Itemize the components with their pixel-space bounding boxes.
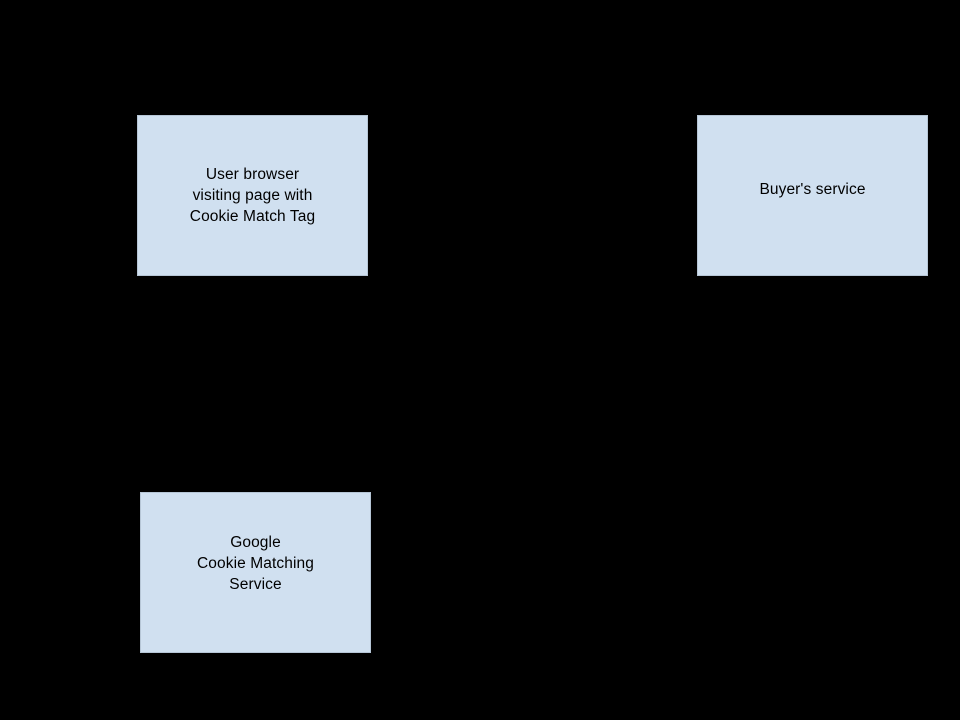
diagram-node-google-cookie-matching-service-label: Google Cookie Matching Service (197, 534, 314, 593)
diagram-node-buyers-service-label: Buyer's service (759, 181, 866, 198)
diagram-node-user-browser[interactable]: User browser visiting page with Cookie M… (137, 115, 368, 276)
diagram-node-user-browser-label: User browser visiting page with Cookie M… (189, 166, 316, 225)
diagram-node-buyers-service[interactable]: Buyer's service (697, 115, 928, 276)
diagram-node-google-cookie-matching-service[interactable]: Google Cookie Matching Service (140, 492, 371, 653)
